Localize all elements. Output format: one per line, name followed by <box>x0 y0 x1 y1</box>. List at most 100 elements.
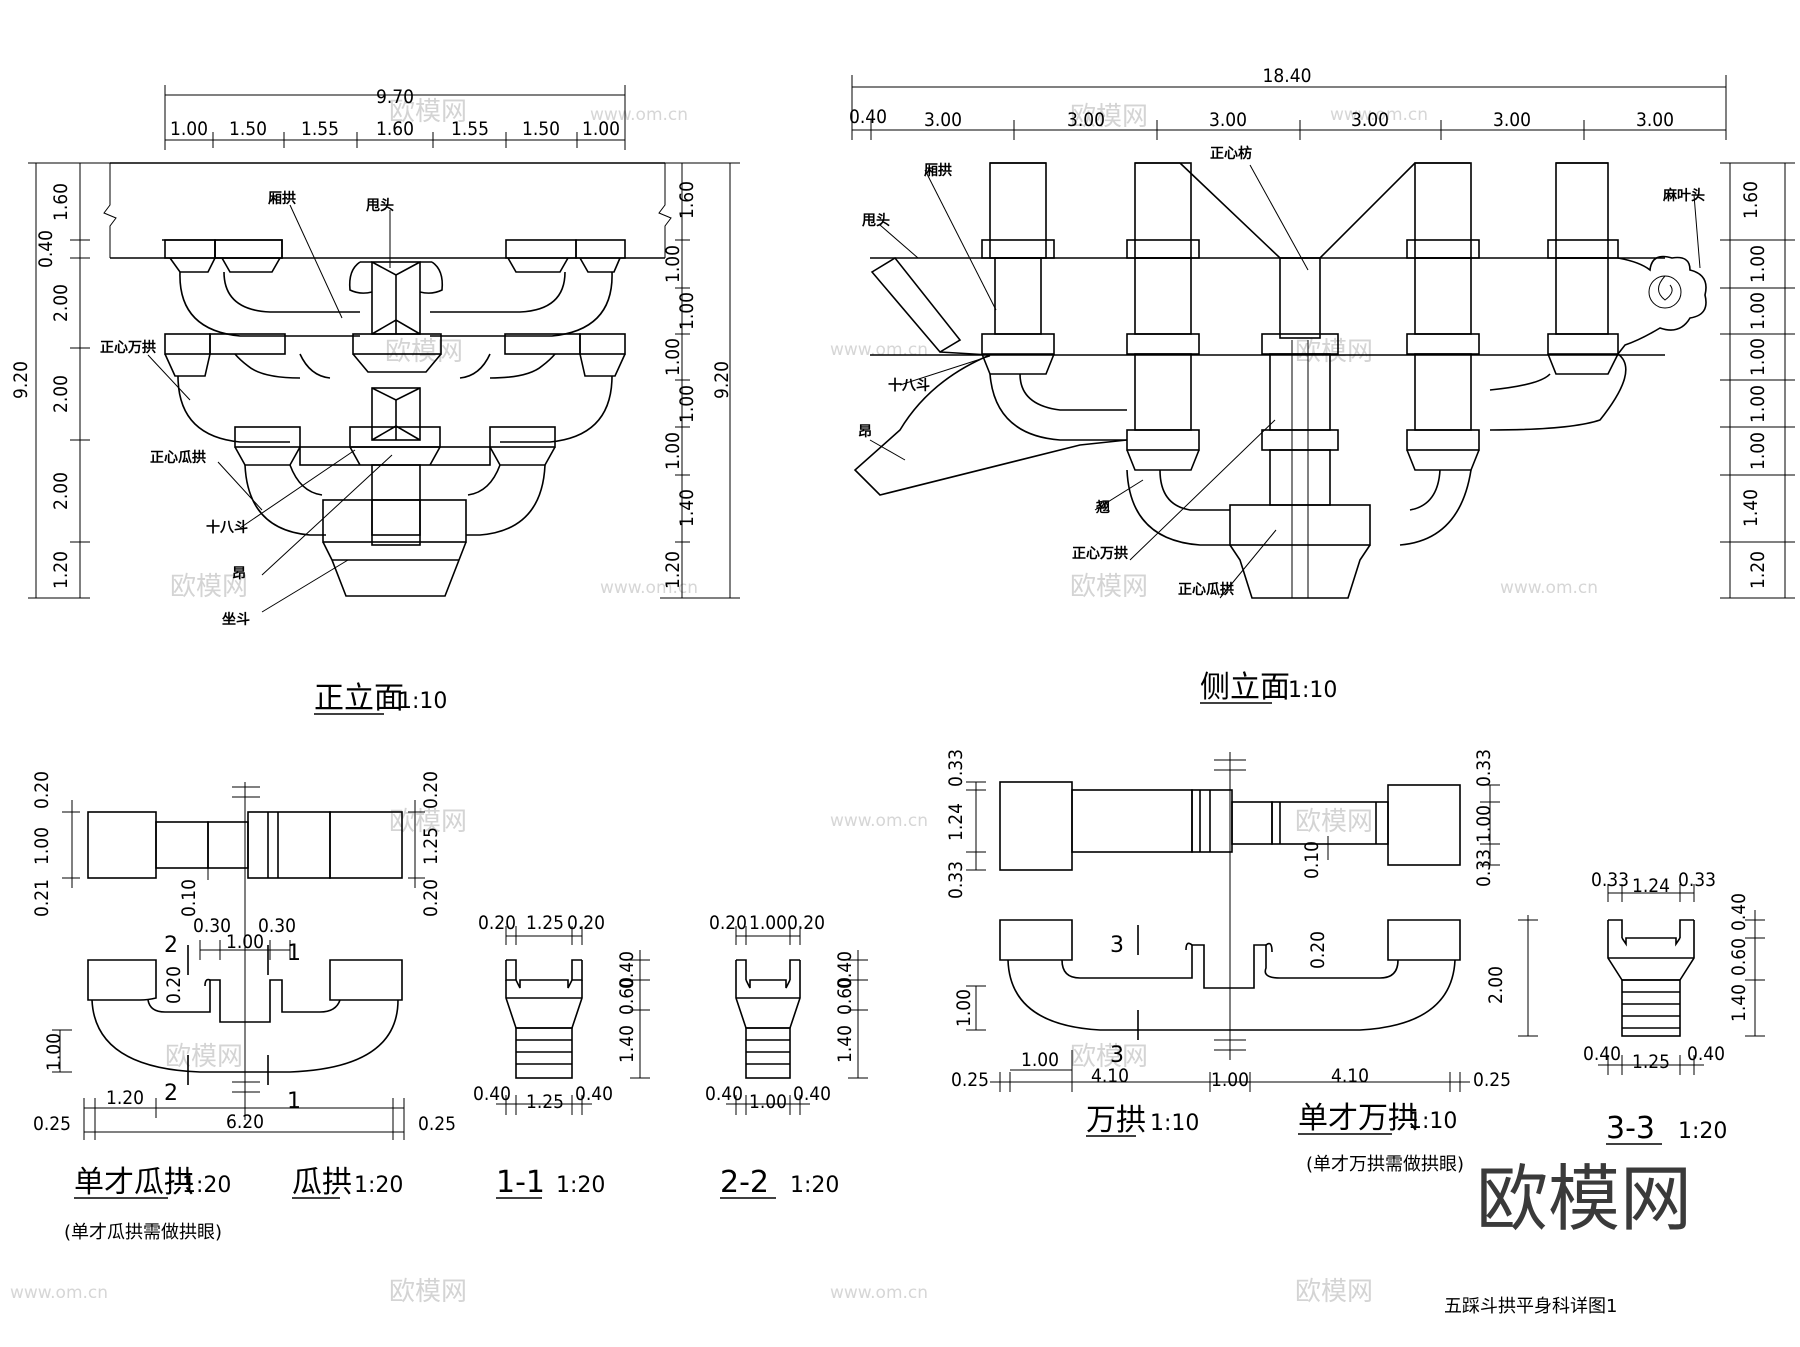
s33-h2: 1.40 <box>1728 984 1750 1022</box>
section-2-2-title: 2-2 <box>720 1165 769 1200</box>
gua-d030a: 0.30 <box>193 915 231 937</box>
label-side-xiang-gong: 厢拱 <box>924 162 952 179</box>
side-right-h5: 1.00 <box>1747 385 1769 423</box>
front-left-h4: 2.00 <box>50 375 72 413</box>
side-elevation-title: 侧立面 <box>1200 670 1290 705</box>
gua-d125: 1.25 <box>420 827 442 865</box>
front-right-h8: 1.20 <box>662 551 684 589</box>
watermark-brand: 欧模网 <box>165 1042 243 1072</box>
front-left-h6: 1.20 <box>50 551 72 589</box>
gua-d120: 1.20 <box>106 1087 144 1109</box>
watermark-brand: 欧模网 <box>1295 807 1373 837</box>
label-side-shiba-dou: 十八斗 <box>888 377 930 394</box>
sheet-title: 五踩斗拱平身科详图1 <box>1444 1296 1617 1317</box>
front-right-h4: 1.00 <box>662 338 684 376</box>
front-width-4: 1.60 <box>376 118 414 140</box>
s22-top-1: 1.00 <box>749 912 787 934</box>
section-3-3: 0.33 1.24 0.33 2.00 0.40 0.60 1.40 0.40 … <box>1485 869 1765 1146</box>
s33-top-1: 1.24 <box>1632 875 1670 897</box>
s33-h1: 0.60 <box>1728 938 1750 976</box>
s11-bot-2: 0.40 <box>575 1083 613 1105</box>
s33-bot-1: 1.25 <box>1632 1051 1670 1073</box>
watermark-brand: 欧模网 <box>389 1277 467 1307</box>
watermark-brand: 欧模网 <box>170 572 248 602</box>
front-width-3: 1.55 <box>301 118 339 140</box>
front-right-total: 9.20 <box>711 361 733 399</box>
watermark-url: www.om.cn <box>10 1283 108 1303</box>
watermark-url: www.om.cn <box>1330 105 1428 125</box>
wan-l033a: 0.33 <box>945 749 967 787</box>
label-xiang-gong: 厢拱 <box>268 190 296 207</box>
guagong-scale-b: 1:20 <box>354 1173 403 1198</box>
front-right-h1: 1.60 <box>676 181 698 219</box>
section-3-3-title: 3-3 <box>1606 1111 1655 1146</box>
s22-bot-1: 1.00 <box>749 1091 787 1113</box>
side-column <box>1126 162 1200 471</box>
front-left-total: 9.20 <box>10 361 32 399</box>
watermark-brand: 欧模网 <box>389 97 467 127</box>
s33-h0: 0.40 <box>1728 893 1750 931</box>
s22-top-0: 0.20 <box>709 912 747 934</box>
gua-d030b: 0.30 <box>258 915 296 937</box>
s22-top-2: 0.20 <box>787 912 825 934</box>
side-column <box>1229 257 1371 599</box>
wangong-note: (单才万拱需做拱眼) <box>1306 1154 1464 1175</box>
wan-d100b: 1.00 <box>1021 1049 1059 1071</box>
label-zhengxin-guagong: 正心瓜拱 <box>150 449 206 466</box>
side-total-width: 18.40 <box>1263 65 1312 87</box>
label-side-zhengxin-wangong: 正心万拱 <box>1072 545 1128 562</box>
front-width-6: 1.50 <box>522 118 560 140</box>
side-column <box>1406 162 1480 471</box>
gua-d020d: 0.20 <box>163 966 185 1004</box>
watermark-url: www.om.cn <box>830 340 928 360</box>
section-1-1: 0.20 1.25 0.20 0.40 0.60 1.40 0.40 1.25 … <box>473 912 650 1200</box>
front-width-1: 1.00 <box>170 118 208 140</box>
front-right-h2: 1.00 <box>662 245 684 283</box>
guagong-scale-a: 1:20 <box>182 1173 231 1198</box>
wan-l033b: 0.33 <box>945 861 967 899</box>
front-right-h3: 1.00 <box>676 292 698 330</box>
s11-h2: 1.40 <box>616 1025 638 1063</box>
wan-sec-b: 3 <box>1110 1043 1124 1068</box>
label-zuo-dou: 坐斗 <box>222 611 250 628</box>
side-right-h4: 1.00 <box>1747 338 1769 376</box>
side-width-1: 0.40 <box>849 106 887 128</box>
s22-h2: 1.40 <box>834 1025 856 1063</box>
s11-bot-0: 0.40 <box>473 1083 511 1105</box>
watermark-brand: 欧模网 <box>1070 1042 1148 1072</box>
label-side-shuai-tou: 甩头 <box>861 212 890 229</box>
s11-top-0: 0.20 <box>478 912 516 934</box>
section-1-1-title: 1-1 <box>496 1165 545 1200</box>
front-width-2: 1.50 <box>229 118 267 140</box>
gua-d010: 0.10 <box>178 879 200 917</box>
section-1-1-scale: 1:20 <box>556 1173 605 1198</box>
front-right-h7: 1.40 <box>676 489 698 527</box>
s22-h1: 0.60 <box>834 977 856 1015</box>
gua-d021: 0.21 <box>31 879 53 917</box>
watermark-brand: 欧模网 <box>1295 1277 1373 1307</box>
watermark-brand: 欧模网 <box>1070 102 1148 132</box>
s11-bot-1: 1.25 <box>526 1091 564 1113</box>
gua-d020c: 0.20 <box>420 879 442 917</box>
front-width-5: 1.55 <box>451 118 489 140</box>
wangong-title-b: 单才万拱 <box>1298 1101 1418 1136</box>
s22-bot-0: 0.40 <box>705 1083 743 1105</box>
front-left-h5: 2.00 <box>50 472 72 510</box>
gua-sec-c: 2 <box>164 1081 178 1106</box>
watermark-url: www.om.cn <box>830 1283 928 1303</box>
section-2-2: 0.20 1.00 0.20 0.40 0.60 1.40 0.40 1.00 … <box>705 912 868 1200</box>
section-2-2-scale: 1:20 <box>790 1173 839 1198</box>
watermark-brand: 欧模网 <box>385 337 463 367</box>
wangong-title-a: 万拱 <box>1086 1103 1146 1138</box>
s22-h0: 0.40 <box>834 951 856 989</box>
label-zhengxin-fang: 正心枋 <box>1210 145 1252 162</box>
s11-top-2: 0.20 <box>567 912 605 934</box>
watermark-brand: 欧模网 <box>1295 337 1373 367</box>
wan-d020: 0.20 <box>1307 931 1329 969</box>
side-width-4: 3.00 <box>1209 109 1247 131</box>
wan-r033b: 0.33 <box>1473 849 1495 887</box>
guagong-title-a: 单才瓜拱 <box>74 1165 194 1200</box>
front-total-width: 9.70 <box>376 86 414 108</box>
side-right-h7: 1.40 <box>1740 489 1762 527</box>
